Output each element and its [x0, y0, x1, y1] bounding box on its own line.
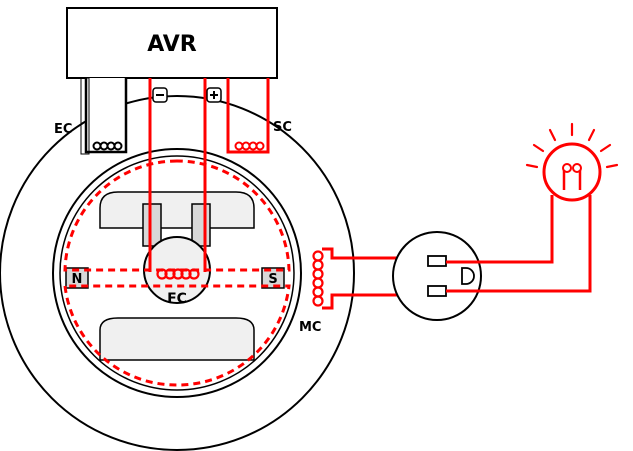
mc-lead-bottom [322, 293, 432, 310]
sc-coil-icon [234, 141, 265, 151]
stator-inner-ring [59, 155, 295, 391]
flux-path-bottom [63, 284, 291, 387]
ec-label: EC [54, 122, 72, 137]
avr-box [66, 7, 278, 79]
ec-leads [84, 78, 128, 154]
pole-n-block [65, 267, 89, 289]
fc-coil-icon [156, 268, 200, 280]
stator-outer-ring [52, 148, 302, 398]
pole-s-label: S [268, 272, 277, 287]
brush-holder-left [142, 203, 162, 247]
pole-s-block [261, 267, 285, 289]
fc-label: FC [167, 291, 187, 307]
rotor-pole-bottom [99, 317, 255, 361]
mc-coil-icon [312, 250, 324, 307]
lamp-lead-1 [446, 195, 554, 264]
sc-leads [226, 78, 270, 154]
rotor-pole-top [99, 191, 255, 229]
pole-n-label: N [72, 272, 83, 287]
mc-lead-top [322, 247, 432, 260]
ec-coil-icon [92, 141, 123, 151]
ec-lead-outline [80, 77, 90, 155]
plus-terminal-icon [206, 87, 222, 103]
mc-label: MC [299, 320, 321, 335]
sc-label: SC [273, 120, 292, 135]
light-bulb-icon [525, 122, 619, 202]
power-outlet-icon [392, 231, 482, 321]
lamp-lead-2 [446, 195, 592, 293]
minus-terminal-icon [152, 87, 168, 103]
brush-holder-right [191, 203, 211, 247]
avr-label: AVR [147, 32, 197, 57]
